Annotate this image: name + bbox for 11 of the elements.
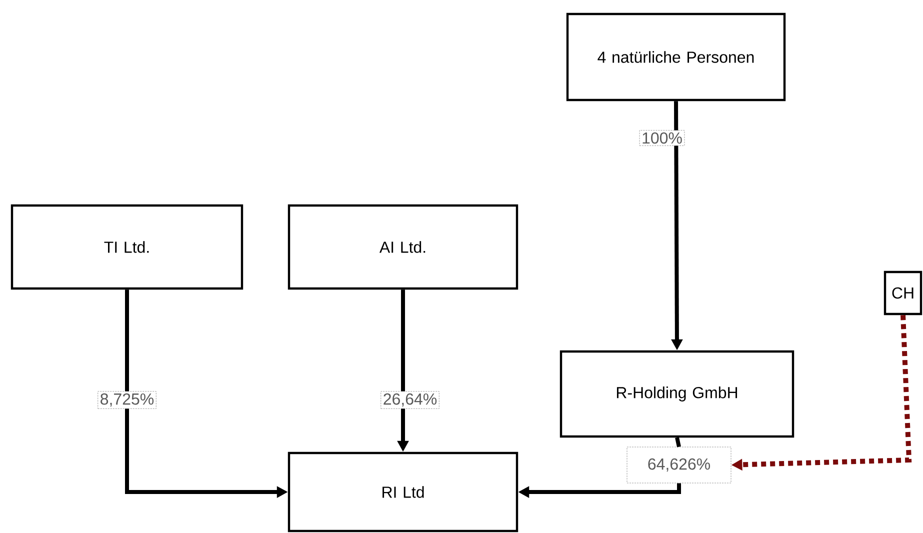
entity-box: R-Holding GmbH: [560, 350, 794, 438]
edge-label: 8,725%: [98, 391, 156, 409]
entity-box: 4 natürliche Personen: [566, 12, 786, 102]
entity-box: TI Ltd.: [10, 204, 244, 290]
entity-box: AI Ltd.: [288, 204, 518, 290]
percentage-tag: 64,626%: [626, 446, 732, 484]
edge-label: 26,64%: [380, 391, 440, 409]
entity-box: RI Ltd: [288, 452, 518, 532]
edge-label: 100%: [639, 130, 685, 146]
entity-box: CH: [884, 270, 922, 316]
connector-line: [675, 437, 681, 448]
